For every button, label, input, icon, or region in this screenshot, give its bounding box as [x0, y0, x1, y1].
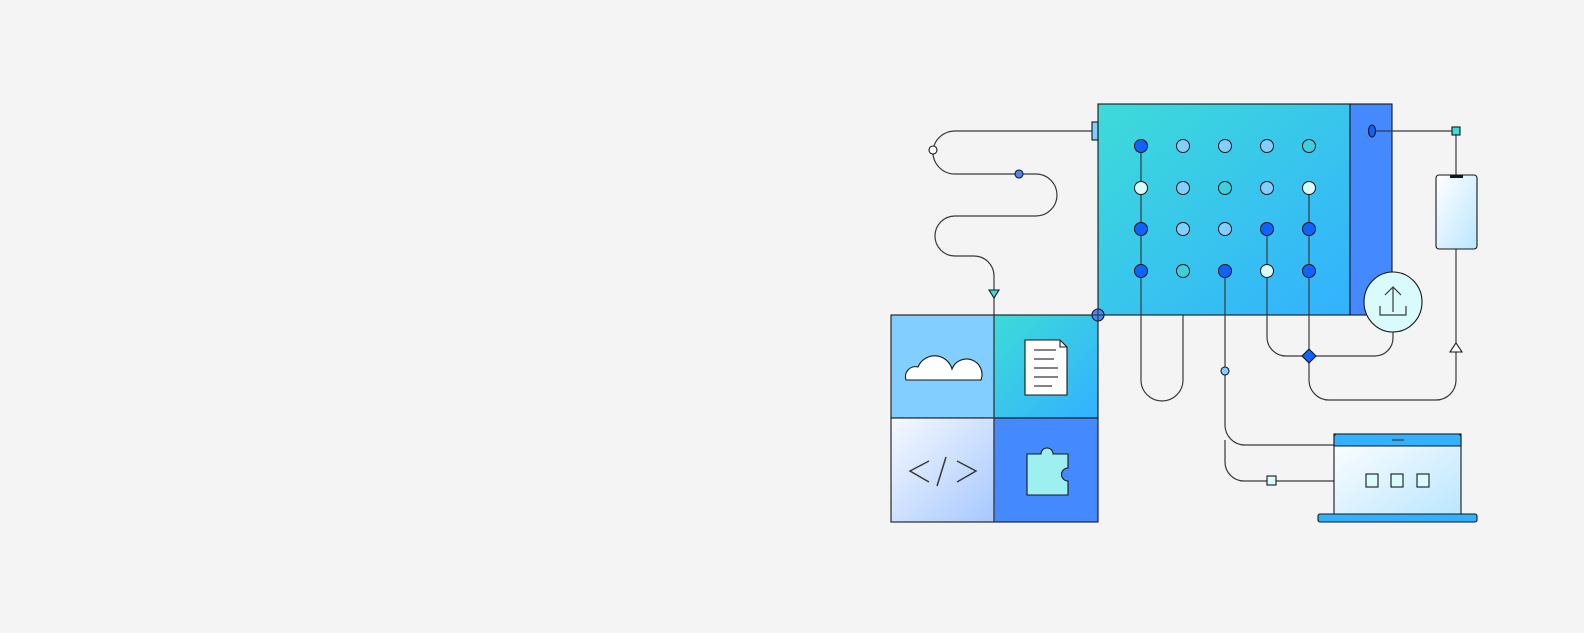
wire-node-icon — [1266, 475, 1277, 486]
circuit-board — [1097, 103, 1351, 316]
board-dot — [1260, 222, 1274, 236]
wire-node-icon — [1220, 366, 1230, 376]
tile-grid — [890, 314, 1099, 523]
board-dot — [1176, 222, 1190, 236]
dot-grid — [1134, 139, 1316, 278]
board-dot — [1218, 181, 1232, 195]
wire-upload — [1266, 229, 1394, 357]
board-dot — [1218, 264, 1232, 278]
phone-icon — [1435, 174, 1478, 250]
board-dot — [1218, 222, 1232, 236]
wire-node-icon — [1014, 169, 1024, 179]
board-dot — [1260, 264, 1274, 278]
connector-tab — [1091, 121, 1099, 141]
board-dot — [1302, 222, 1316, 236]
crosshair-icon — [1091, 308, 1105, 322]
board-dot — [1302, 181, 1316, 195]
wire-node-icon — [1451, 126, 1461, 136]
board-dot — [1176, 181, 1190, 195]
board-dot — [1176, 139, 1190, 153]
upload-icon — [1363, 271, 1423, 333]
board-dot — [1218, 139, 1232, 153]
wire-laptop — [1224, 271, 1334, 482]
board-dot — [1260, 181, 1274, 195]
document-icon — [1024, 339, 1068, 396]
board-dot — [1176, 264, 1190, 278]
laptop-icon — [1317, 433, 1478, 523]
code-icon — [908, 456, 978, 487]
board-dot — [1302, 139, 1316, 153]
arrow-down-icon — [988, 289, 1000, 300]
puzzle-icon — [1026, 447, 1069, 496]
cloud-icon — [904, 355, 983, 381]
board-dot — [1134, 222, 1148, 236]
board-dot — [1134, 139, 1148, 153]
wire-node-icon — [928, 145, 938, 155]
board-dot — [1302, 264, 1316, 278]
board-dot — [1260, 139, 1274, 153]
wire-loop — [1140, 146, 1184, 402]
board-dot — [1134, 264, 1148, 278]
board-side-panel — [1349, 103, 1393, 316]
arrow-up-icon — [1448, 342, 1464, 353]
board-dot — [1134, 181, 1148, 195]
wire-node-icon — [1367, 124, 1377, 138]
wire-phone — [1308, 188, 1457, 401]
diamond-icon — [1301, 348, 1317, 364]
